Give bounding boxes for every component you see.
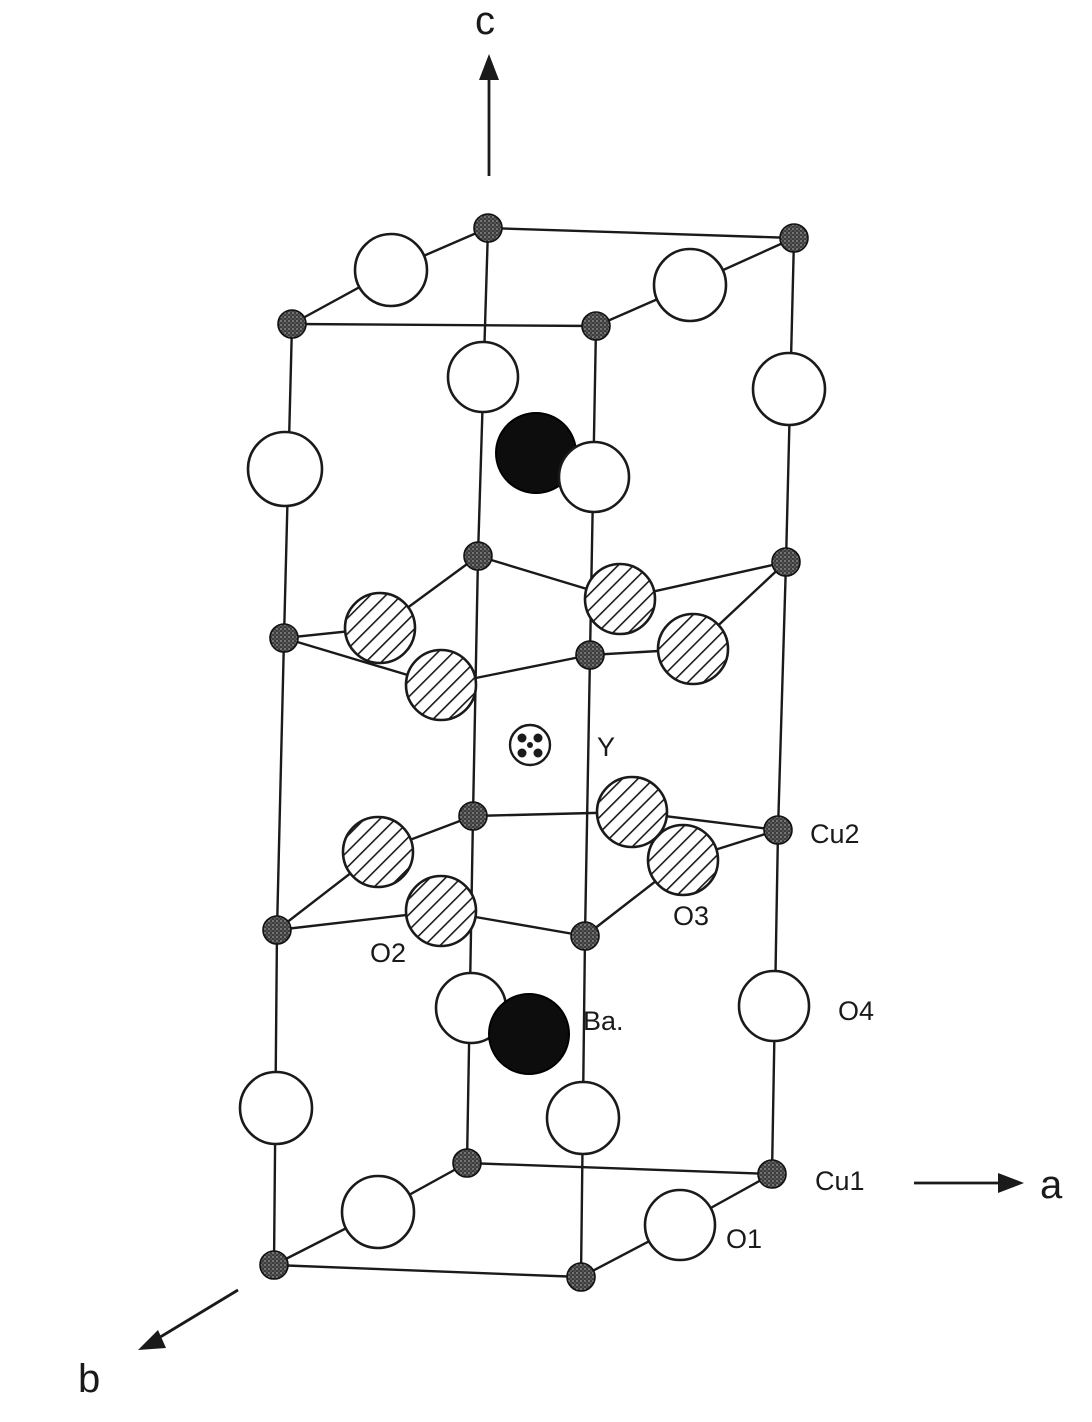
copper-atom: [463, 541, 493, 571]
copper-atom: [757, 1159, 787, 1189]
hatched-oxygen-atom: [656, 612, 730, 686]
oxygen-atom: [446, 340, 520, 414]
oxygen-atom: [246, 430, 324, 508]
axis-b-arrow: [151, 1288, 239, 1344]
oxygen-atom: [353, 232, 429, 308]
o1-label: O1: [726, 1224, 762, 1254]
hatched-oxygen-atom: [341, 815, 415, 889]
axis-a-label: a: [1040, 1163, 1063, 1207]
o4-label: O4: [838, 996, 874, 1026]
hatched-oxygen-atom: [404, 648, 478, 722]
oxygen-atom: [737, 969, 811, 1043]
copper-atom: [259, 1250, 289, 1280]
o3-label: O3: [673, 901, 709, 931]
copper-atom: [779, 223, 809, 253]
copper-atom: [452, 1148, 482, 1178]
copper-atom: [458, 801, 488, 831]
copper-atoms: [259, 213, 809, 1292]
copper-atom: [269, 623, 299, 653]
oxygen-atom: [340, 1174, 416, 1250]
upper-ba-group: [495, 412, 631, 514]
cu2-label: Cu2: [810, 819, 860, 849]
copper-atom: [771, 547, 801, 577]
oxygen-atom: [643, 1188, 717, 1262]
oxygen-atom: [238, 1070, 314, 1146]
barium-atom: [488, 993, 570, 1075]
hatched-oxygen-atom: [583, 562, 657, 636]
copper-atom: [763, 815, 793, 845]
axis-c-arrowhead: [479, 54, 499, 80]
o2-label: O2: [370, 938, 406, 968]
axes: [138, 54, 1024, 1350]
copper-atom: [575, 640, 605, 670]
copper-atom: [262, 915, 292, 945]
hatched-oxygen-atom: [343, 591, 417, 665]
axis-c-label: c: [475, 0, 495, 43]
copper-atom: [277, 309, 307, 339]
copper-atom: [473, 213, 503, 243]
oxygen-atom: [545, 1080, 621, 1156]
y-label: Y: [597, 732, 615, 762]
hatched-oxygen-atom: [404, 874, 478, 948]
hatched-oxygen-atom: [646, 823, 720, 897]
oxygen-open-atoms: [238, 232, 827, 1262]
hatched-oxygen-atom: [595, 775, 669, 849]
ba-label: Ba.: [583, 1006, 624, 1036]
copper-atom: [581, 311, 611, 341]
oxygen-atom: [652, 247, 728, 323]
yttrium-atom: [508, 723, 552, 767]
copper-atom: [570, 921, 600, 951]
labels: c a b Y Cu2 O3 O2 Ba. O4 Cu1 O1: [78, 0, 1063, 1401]
copper-atom: [566, 1262, 596, 1292]
cu1-label: Cu1: [815, 1166, 865, 1196]
oxygen-atom: [751, 351, 827, 427]
axis-b-label: b: [78, 1357, 100, 1401]
oxygen-hatched-atoms: [341, 562, 730, 948]
oxygen-atom: [557, 440, 631, 514]
axis-b-arrowhead: [138, 1330, 166, 1350]
axis-a-arrowhead: [998, 1173, 1024, 1193]
